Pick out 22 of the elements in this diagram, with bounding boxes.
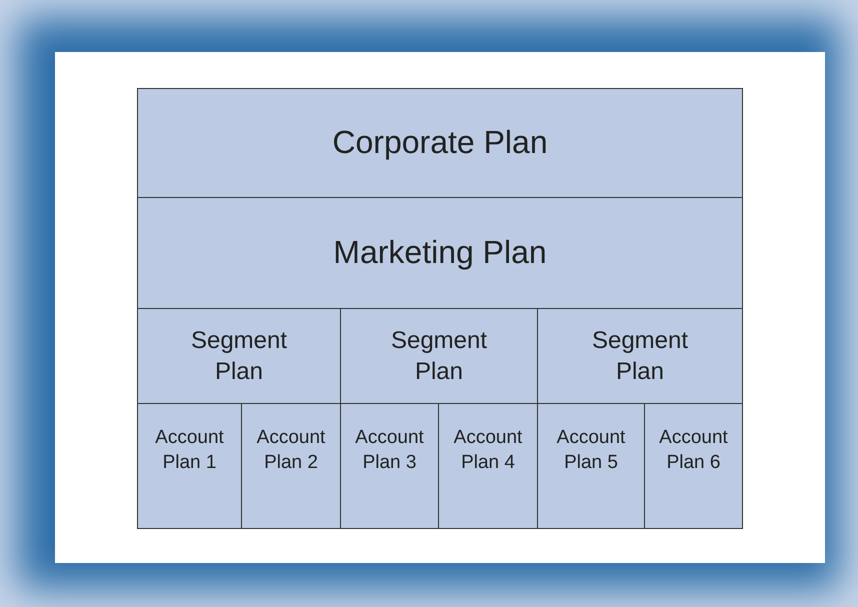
- plan-box: [137, 88, 743, 198]
- plan-box: [438, 403, 538, 529]
- plan-label: Corporate Plan: [332, 123, 548, 162]
- plan-box: [340, 403, 439, 529]
- plan-label: Segment Plan: [190, 326, 288, 387]
- plan-box: [644, 403, 743, 529]
- plan-label: Account Plan 1: [154, 426, 225, 475]
- plan-label: Account Plan 4: [452, 426, 524, 475]
- plan-box: [340, 308, 538, 404]
- plan-label: Account Plan 5: [556, 426, 626, 475]
- plan-label: Segment Plan: [590, 326, 690, 387]
- plan-label: Marketing Plan: [333, 233, 547, 272]
- plan-box: [241, 403, 341, 529]
- plan-box: [137, 403, 242, 529]
- plan-box: [137, 308, 341, 404]
- plan-label: Segment Plan: [390, 326, 488, 387]
- plan-label: Account Plan 3: [354, 426, 425, 475]
- plan-label: Account Plan 6: [658, 426, 729, 475]
- plan-box: [537, 403, 645, 529]
- plan-label: Account Plan 2: [256, 426, 326, 475]
- plan-box: [137, 197, 743, 309]
- plan-box: [537, 308, 743, 404]
